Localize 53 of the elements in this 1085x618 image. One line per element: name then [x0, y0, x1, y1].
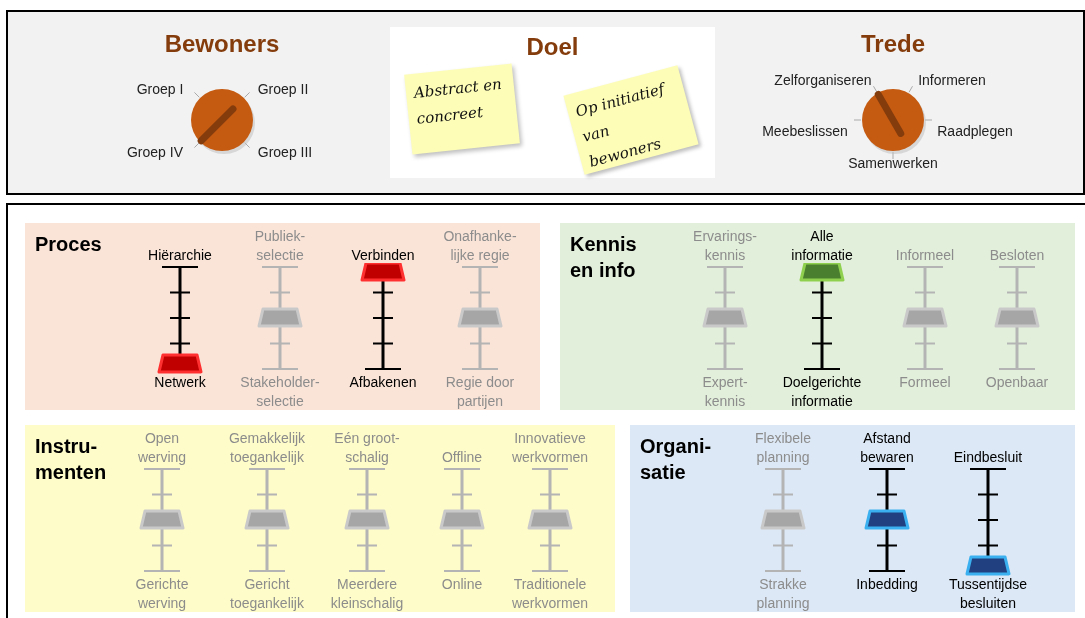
category-panel — [630, 425, 1075, 612]
sticky-note: Abstract en concreet — [404, 63, 520, 155]
panel-heading: Organi- satie — [640, 434, 713, 485]
dial-heading: Bewoners — [163, 30, 281, 58]
dial-label: Groep IV — [127, 144, 183, 160]
scale-label: Eén groot- schalig — [333, 429, 401, 467]
scale-label: Formeel — [899, 373, 951, 392]
scale-label: Eindbesluit — [953, 448, 1023, 467]
scale-label: Stakeholder- selectie — [239, 373, 321, 411]
dial-heading: Trede — [860, 30, 926, 58]
scale-label: Ervarings- kennis — [692, 227, 758, 265]
dial-label: Samenwerken — [848, 155, 938, 171]
dial-label: Groep II — [257, 81, 309, 97]
scale-label: Open werving — [136, 429, 188, 467]
scale-label: Meerdere kleinschalig — [329, 575, 405, 613]
goal-panel — [390, 27, 715, 178]
dial-label: Meebeslissen — [762, 123, 848, 139]
scale-label: Inbedding — [856, 575, 918, 594]
scale-label: Gerichte werving — [134, 575, 190, 613]
scale-label: Doelgerichte informatie — [781, 373, 863, 411]
dial-label: Zelforganiseren — [774, 72, 872, 88]
category-panel — [25, 223, 540, 410]
dial-label: Raadplegen — [937, 123, 1013, 139]
scale-label: Online — [441, 575, 483, 594]
scale-label: Verbinden — [351, 246, 415, 265]
scale-label: Onafhanke- lijke regie — [442, 227, 518, 265]
panel-heading: Kennis en info — [570, 232, 638, 283]
scale-label: Gericht toegankelijk — [229, 575, 305, 613]
scale-label: Regie door partijen — [444, 373, 516, 411]
scale-label: Strakke planning — [755, 575, 811, 613]
scale-label: Innovatieve werkvormen — [510, 429, 590, 467]
scale-label: Informeel — [895, 246, 955, 265]
category-panel — [560, 223, 1075, 410]
panel-heading: Instru- menten — [35, 434, 108, 485]
dial-label: Groep I — [136, 81, 184, 97]
scale-label: Netwerk — [154, 373, 206, 392]
scale-label: Tussentijdse besluiten — [947, 575, 1029, 613]
scale-label: Flexibele planning — [754, 429, 812, 467]
scale-label: Alle informatie — [790, 227, 854, 265]
dial-label: Groep III — [257, 144, 313, 160]
dial-label: Informeren — [918, 72, 986, 88]
scale-label: Afstand bewaren — [859, 429, 915, 467]
category-panel — [25, 425, 615, 612]
panel-heading: Doel — [525, 33, 580, 61]
scale-label: Publiek- selectie — [253, 227, 307, 265]
scale-label: Expert- kennis — [701, 373, 749, 411]
scale-label: Afbakenen — [349, 373, 417, 392]
scale-label: Besloten — [989, 246, 1045, 265]
scale-label: Offline — [441, 448, 483, 467]
scale-label: Traditionele werkvormen — [510, 575, 590, 613]
scale-label: Openbaar — [985, 373, 1049, 392]
scale-label: Hiërarchie — [148, 246, 212, 265]
scale-label: Gemakkelijk toegankelijk — [227, 429, 307, 467]
